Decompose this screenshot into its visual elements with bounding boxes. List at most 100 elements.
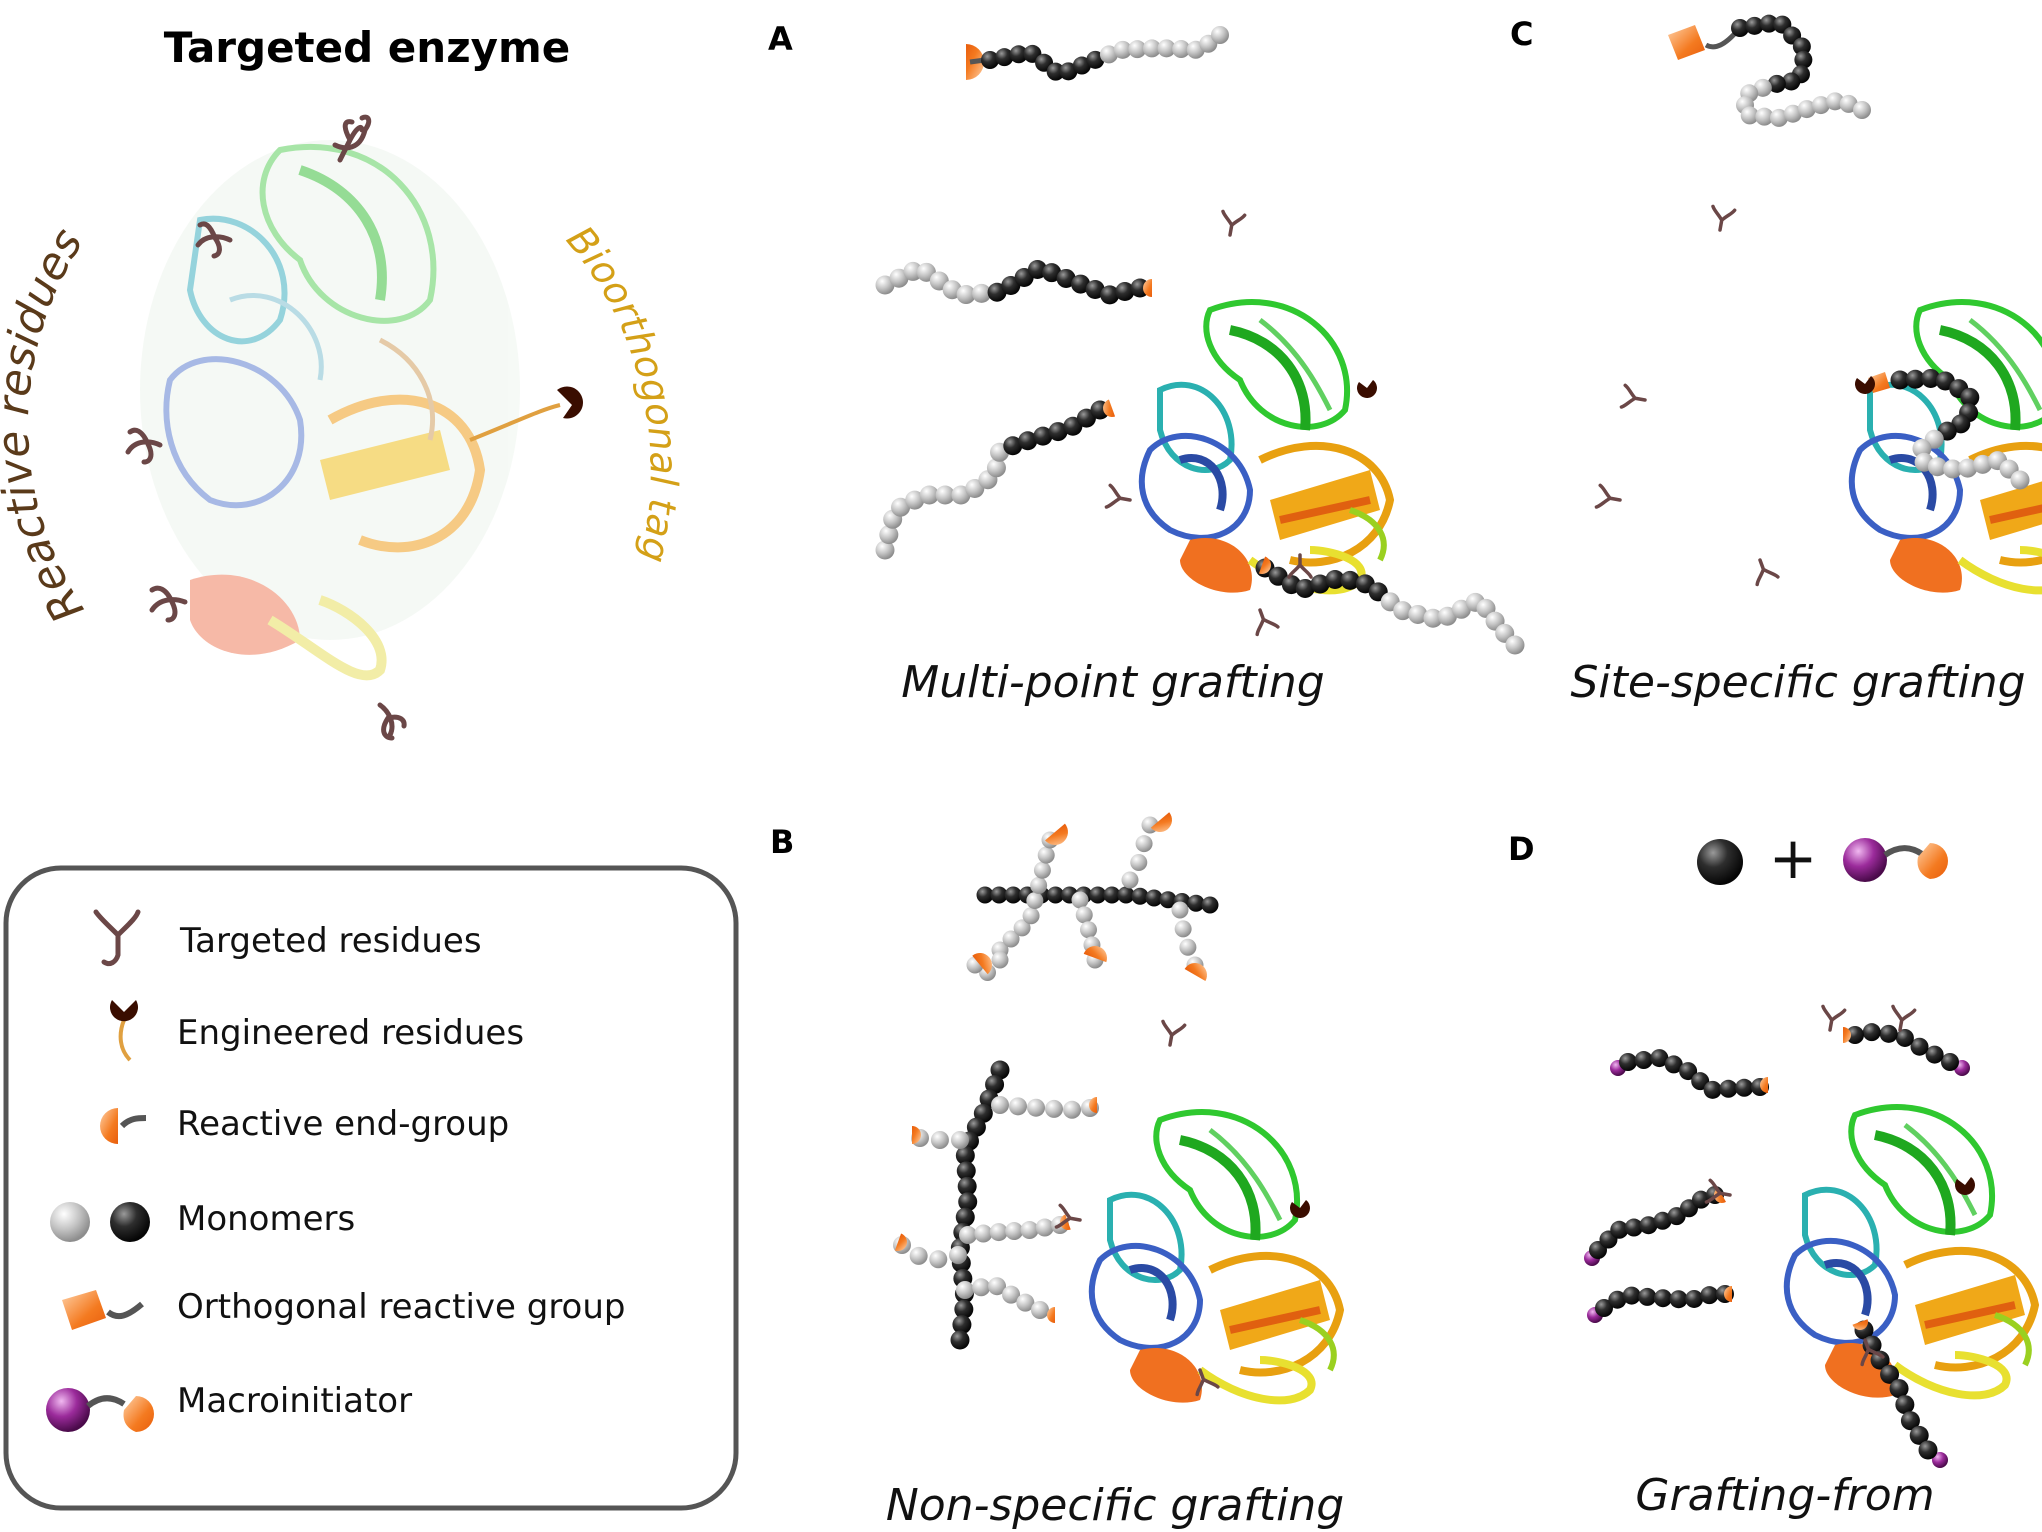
monomer-grey	[956, 1281, 974, 1299]
monomer-black	[1905, 369, 1925, 389]
monomer-grey	[991, 1096, 1009, 1114]
panel-letter-d: D	[1508, 830, 1535, 868]
polymer-chain	[981, 26, 1229, 81]
monomer-grey	[1973, 454, 1993, 474]
targeted-residue	[1891, 1004, 1917, 1032]
polymer-chain	[875, 260, 1150, 305]
monomer-grey	[1063, 1100, 1082, 1119]
monomer-grey	[930, 1131, 949, 1149]
legend-item-orthogonal: Orthogonal reactive group	[62, 1287, 626, 1330]
targeted-residue	[1711, 204, 1737, 232]
monomer-black	[1767, 74, 1786, 93]
monomer-black	[1046, 62, 1065, 81]
monomer-grey	[986, 458, 1006, 478]
orthogonal-reactive-group	[1668, 25, 1705, 60]
targeted-residue-icon	[93, 909, 141, 967]
monomer-black	[1295, 578, 1315, 598]
monomer-black	[990, 886, 1008, 904]
monomer-black	[1792, 37, 1811, 56]
reactive-residues-label: Reactive residues	[0, 220, 94, 632]
monomer-grey	[909, 1246, 928, 1265]
monomer-black	[1900, 1411, 1920, 1431]
monomer-black	[1159, 891, 1177, 909]
targeted-residue	[1221, 209, 1247, 237]
monomer-black	[1669, 1290, 1688, 1309]
monomer-grey	[935, 485, 955, 505]
panel-letter-c: C	[1510, 15, 1533, 53]
monomer-black	[1056, 268, 1076, 288]
monomer-black	[1910, 1037, 1929, 1056]
targeted-residue	[1619, 383, 1647, 409]
targeted-residue	[1594, 483, 1622, 509]
monomer-grey	[929, 1250, 948, 1269]
monomer-grey	[1769, 108, 1788, 127]
monomer-grey	[879, 525, 899, 545]
monomer-black	[1653, 1211, 1672, 1230]
monomer-black	[1638, 1287, 1657, 1306]
protein-group	[1088, 299, 2042, 1405]
monomer-black	[1003, 436, 1023, 456]
targeted-residue	[1054, 1203, 1082, 1229]
monomer-black	[950, 1330, 970, 1350]
monomer-grey	[1005, 1222, 1024, 1241]
monomer-black	[1634, 1051, 1653, 1070]
monomer-black	[1679, 1062, 1698, 1081]
monomer-grey	[891, 497, 911, 517]
monomer-grey	[951, 1131, 969, 1149]
protein-structure	[1088, 1109, 1345, 1405]
monomer-black	[1004, 886, 1022, 904]
monomer-black	[1731, 19, 1749, 37]
monomer-grey	[1002, 930, 1020, 948]
monomer-black	[1700, 1286, 1719, 1305]
caption-multi-point: Multi-point grafting	[901, 657, 1324, 708]
monomer-grey	[956, 285, 976, 305]
monomer-black	[1846, 1026, 1864, 1044]
monomers-icon	[50, 1202, 150, 1242]
monomer-black	[1325, 569, 1345, 589]
monomer-black	[1880, 1364, 1900, 1384]
legend-item-reactive-end-group: Reactive end-group	[100, 1104, 509, 1144]
targeted-residue	[1255, 608, 1280, 637]
targeted-residue-icon	[332, 114, 372, 163]
reactive-end-group	[1045, 823, 1068, 845]
monomer-black	[1794, 50, 1813, 69]
monomer-grey	[1505, 635, 1525, 655]
targeted-residue	[1704, 1178, 1732, 1204]
monomer-black	[1086, 50, 1105, 69]
monomer-black	[1619, 1053, 1637, 1071]
polymer-chain	[1854, 1320, 1938, 1460]
monomer-black	[1624, 1218, 1643, 1237]
svg-text:Orthogonal reactive group: Orthogonal reactive group	[177, 1287, 626, 1327]
monomer-grey	[1211, 26, 1229, 44]
monomer-grey	[988, 1277, 1007, 1296]
monomer-grey	[1099, 45, 1118, 64]
monomer-black	[1719, 1079, 1738, 1098]
macroinitiator-icon	[46, 1388, 154, 1432]
polymer-chain	[1589, 1186, 1724, 1259]
monomer-black	[1100, 285, 1120, 305]
monomer-grey	[1943, 459, 1963, 479]
monomer-black	[1018, 431, 1038, 451]
monomer-black	[1890, 370, 1910, 390]
monomer-black	[1187, 894, 1205, 912]
targeted-residue	[1860, 1338, 1885, 1367]
targeted-residue-icon	[377, 702, 407, 741]
monomer-black	[955, 1207, 975, 1227]
monomer-black	[995, 48, 1014, 67]
monomer-black	[1703, 1080, 1722, 1099]
engineered-residue	[1855, 376, 1875, 394]
monomer-grey	[989, 1223, 1008, 1242]
reactive-end-group-icon	[100, 1108, 147, 1144]
monomer-black	[954, 1299, 974, 1319]
monomer-grey	[1022, 907, 1040, 925]
reactive-end-group	[1047, 1307, 1055, 1323]
macroinitiator-end	[1932, 1452, 1948, 1468]
targeted-residue	[1287, 553, 1313, 579]
monomer-grey	[1026, 892, 1044, 910]
monomer-grey	[1393, 601, 1413, 621]
plus-sign: +	[1769, 824, 1818, 892]
svg-text:Engineered residues: Engineered residues	[177, 1013, 524, 1053]
targeted-enzyme-illustration	[140, 140, 520, 681]
monomer-grey	[991, 951, 1009, 969]
monomer-black	[1145, 889, 1163, 907]
